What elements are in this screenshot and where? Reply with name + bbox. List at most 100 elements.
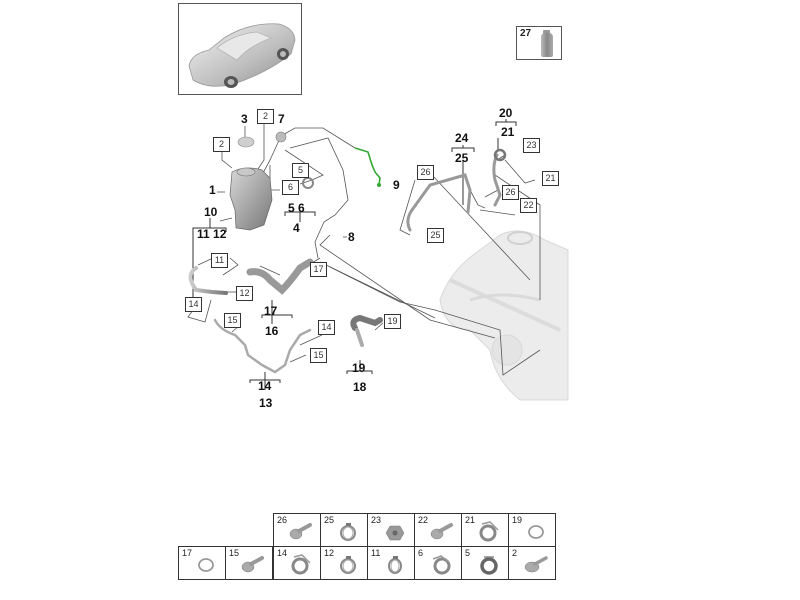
- box-label-26-left[interactable]: 26: [417, 165, 434, 180]
- parts-cell-5[interactable]: 5: [461, 546, 509, 580]
- box-label-5[interactable]: 5: [292, 163, 309, 178]
- hose-clamp-icon: [388, 556, 402, 574]
- hose-clamp-icon: [340, 556, 356, 574]
- screw-icon: [430, 523, 453, 540]
- hose-clamp-icon: [340, 523, 356, 541]
- callout-7[interactable]: 7: [278, 112, 285, 126]
- screw-icon: [289, 523, 312, 540]
- parts-cell-12[interactable]: 12: [320, 546, 368, 580]
- callout-18[interactable]: 18: [353, 380, 367, 394]
- hose-part-16: [246, 258, 314, 295]
- callout-25-group[interactable]: 25: [455, 151, 469, 165]
- box-label-14-left[interactable]: 14: [185, 297, 202, 312]
- screw-icon: [524, 556, 548, 573]
- spring-clamp-icon: [291, 554, 311, 575]
- callout-4[interactable]: 4: [293, 221, 300, 235]
- part-number: 17: [182, 548, 193, 558]
- box-label-14-right[interactable]: 14: [318, 320, 335, 335]
- box-label-25[interactable]: 25: [427, 228, 444, 243]
- bottle-cap-icon: [543, 30, 550, 35]
- parts-cell-19[interactable]: 19: [508, 513, 556, 547]
- nut-icon: [385, 525, 405, 541]
- clamp-part-23: [493, 148, 507, 162]
- callout-5-6[interactable]: 5 6: [288, 201, 305, 215]
- part-number: 26: [277, 515, 288, 525]
- box-label-21[interactable]: 21: [542, 171, 559, 186]
- vent-line-connector: [377, 183, 381, 187]
- pipe-part-13: [213, 318, 312, 374]
- seal-ring-part-6: [302, 177, 314, 189]
- callout-17-group[interactable]: 17: [264, 304, 278, 318]
- part-number: 6: [418, 548, 424, 558]
- part-number: 5: [465, 548, 471, 558]
- expansion-tank: [229, 167, 273, 231]
- sensor-part-7: [275, 131, 287, 143]
- callout-13[interactable]: 13: [259, 396, 273, 410]
- callout-16[interactable]: 16: [265, 324, 279, 338]
- box-label-22[interactable]: 22: [520, 198, 537, 213]
- box-label-15-right[interactable]: 15: [310, 348, 327, 363]
- part-number: 22: [418, 515, 429, 525]
- car-icon: [188, 23, 296, 88]
- parts-cell-26[interactable]: 26: [273, 513, 321, 547]
- box-label-12[interactable]: 12: [236, 286, 253, 301]
- callout-3[interactable]: 3: [241, 112, 248, 126]
- kit-part-27[interactable]: 27: [516, 26, 562, 60]
- part-number: 23: [371, 515, 382, 525]
- hose-part-10: [188, 266, 228, 295]
- box-label-11[interactable]: 11: [211, 253, 228, 268]
- callout-21-group[interactable]: 21: [501, 125, 515, 139]
- callout-1[interactable]: 1: [209, 183, 216, 197]
- spring-clamp-icon: [479, 521, 499, 542]
- part-number: 15: [229, 548, 240, 558]
- box-label-19[interactable]: 19: [384, 314, 401, 329]
- box-label-2-left[interactable]: 2: [213, 137, 230, 152]
- hose-part-18: [350, 314, 383, 331]
- kit-part-number: 27: [520, 28, 532, 39]
- part-number: 19: [512, 515, 523, 525]
- part-number: 25: [324, 515, 335, 525]
- callout-11-12[interactable]: 11 12: [197, 227, 227, 241]
- part-number: 14: [277, 548, 288, 558]
- box-label-23[interactable]: 23: [523, 138, 540, 153]
- spring-clamp-icon: [480, 556, 498, 575]
- parts-cell-2[interactable]: 2: [508, 546, 556, 580]
- parts-cell-23[interactable]: 23: [367, 513, 415, 547]
- vent-line-part-9: [354, 147, 381, 186]
- vehicle-thumbnail: [178, 3, 302, 95]
- parts-cell-22[interactable]: 22: [414, 513, 462, 547]
- parts-cell-6[interactable]: 6: [414, 546, 462, 580]
- part-number: 12: [324, 548, 335, 558]
- ring-clamp-icon: [528, 525, 544, 539]
- parts-cell-17[interactable]: 17: [178, 546, 226, 580]
- parts-cell-25[interactable]: 25: [320, 513, 368, 547]
- callout-20[interactable]: 20: [499, 106, 513, 120]
- tank-cap-part-3: [237, 136, 255, 148]
- box-label-26-right[interactable]: 26: [502, 185, 519, 200]
- ring-clamp-icon: [198, 558, 214, 572]
- parts-cell-21[interactable]: 21: [461, 513, 509, 547]
- screw-icon: [241, 556, 264, 573]
- part-number: 2: [512, 548, 518, 558]
- part-number: 11: [371, 548, 381, 558]
- box-label-17[interactable]: 17: [310, 262, 327, 277]
- spring-clamp-icon: [432, 555, 451, 575]
- callout-9[interactable]: 9: [393, 178, 400, 192]
- coolant-bottle-icon: [541, 33, 553, 57]
- pipe-part-20: [492, 153, 502, 207]
- parts-cell-14[interactable]: 14: [273, 546, 321, 580]
- callout-24[interactable]: 24: [455, 131, 469, 145]
- box-label-6[interactable]: 6: [282, 180, 299, 195]
- engine-block-illustration: [439, 230, 569, 401]
- pipe-part-24: [406, 173, 472, 232]
- part-number: 21: [465, 515, 476, 525]
- hose-part-18-end: [355, 328, 364, 347]
- callout-10[interactable]: 10: [204, 205, 218, 219]
- callout-8[interactable]: 8: [348, 230, 355, 244]
- box-label-2-top[interactable]: 2: [257, 109, 274, 124]
- box-label-15-left[interactable]: 15: [224, 313, 241, 328]
- parts-cell-11[interactable]: 11: [367, 546, 415, 580]
- callout-19-group[interactable]: 19: [352, 361, 366, 375]
- callout-14-group[interactable]: 14: [258, 379, 272, 393]
- parts-cell-15[interactable]: 15: [225, 546, 273, 580]
